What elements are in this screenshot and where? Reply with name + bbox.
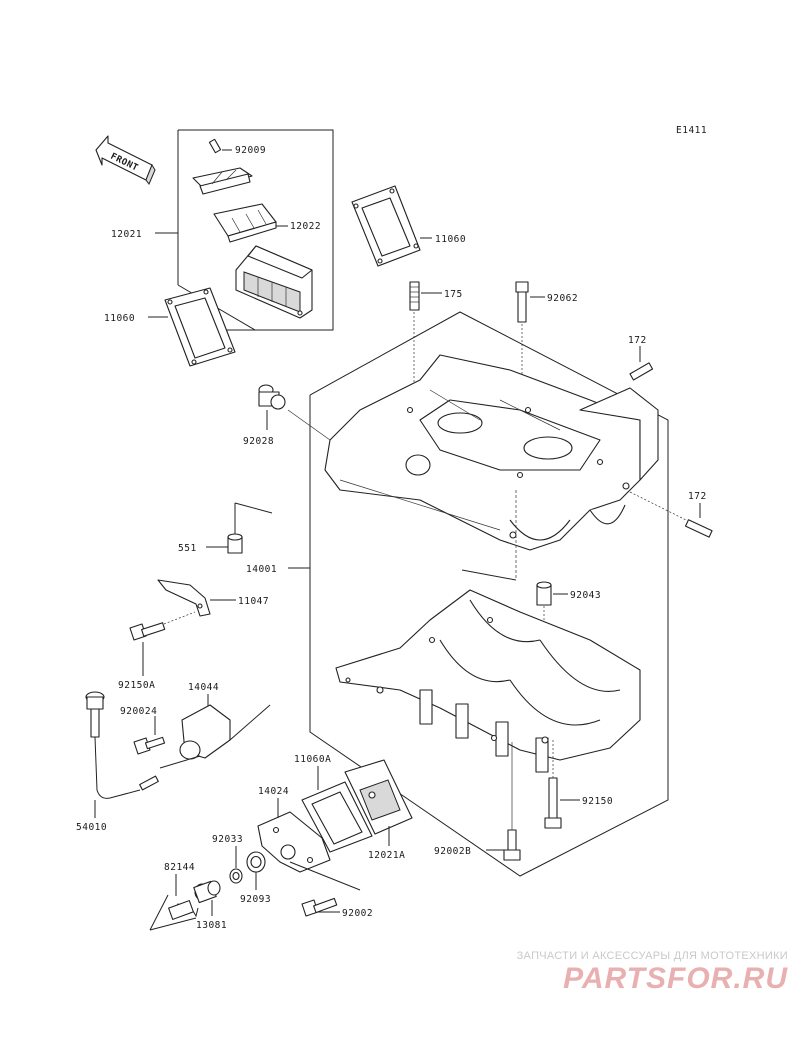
stud-172-right (629, 491, 713, 538)
label-92033: 92033 (212, 834, 243, 845)
label-11060-top: 11060 (435, 234, 466, 245)
label-11060-left: 11060 (104, 313, 135, 324)
watermark-tagline: ЗАПЧАСТИ И АКСЕССУАРЫ ДЛЯ МОТОТЕХНИКИ (516, 950, 788, 962)
bolt-92062 (515, 281, 529, 382)
label-92009: 92009 (235, 145, 266, 156)
label-14024: 14024 (258, 786, 289, 797)
ring-92033 (229, 846, 243, 884)
gasket-11060A (301, 766, 373, 853)
dowel-92043 (536, 581, 552, 700)
lower-crankcase (335, 589, 641, 773)
gasket-11060-top (351, 185, 421, 267)
label-92002: 92002 (342, 908, 373, 919)
bolt-920024 (133, 716, 166, 755)
reed-petals-12022 (213, 203, 288, 243)
label-14001: 14001 (246, 564, 277, 575)
reed-stopper (192, 167, 253, 195)
label-551: 551 (178, 543, 197, 554)
bolt-92150 (544, 740, 562, 829)
label-92093: 92093 (240, 894, 271, 905)
spring-82144 (149, 874, 199, 931)
diagram-id: E1411 (676, 125, 707, 136)
label-172-right: 172 (688, 491, 707, 502)
watermark-logo: PARTSFOR.RU (563, 962, 788, 995)
label-92043: 92043 (570, 590, 601, 601)
bolt-92002 (301, 897, 340, 917)
label-13081: 13081 (196, 920, 227, 931)
label-12021A: 12021A (368, 850, 405, 861)
label-14044: 14044 (188, 682, 219, 693)
bolt-92002B (503, 742, 521, 861)
label-12022: 12022 (290, 221, 321, 232)
bushing-92028 (258, 384, 331, 441)
label-92028: 92028 (243, 436, 274, 447)
upper-crankcase (324, 354, 659, 551)
reed-block (235, 245, 313, 319)
cover-14024 (257, 798, 331, 873)
bushing-13081 (193, 880, 221, 916)
screw-92009 (208, 138, 232, 154)
stud-172-top (629, 346, 654, 381)
label-92002B: 92002B (434, 846, 471, 857)
label-11047: 11047 (238, 596, 269, 607)
bolt-92150A (129, 611, 196, 676)
seal-92093 (246, 851, 361, 891)
label-172-top: 172 (628, 335, 647, 346)
label-92150A: 92150A (118, 680, 155, 691)
dowel-551 (227, 502, 273, 554)
label-54010: 54010 (76, 822, 107, 833)
gasket-11060-left (164, 287, 236, 367)
label-12021: 12021 (111, 229, 142, 240)
label-92062: 92062 (547, 293, 578, 304)
cable-54010 (85, 691, 159, 818)
reed-valve-12021A (344, 759, 413, 846)
label-92150: 92150 (582, 796, 613, 807)
label-82144: 82144 (164, 862, 195, 873)
label-11060A: 11060A (294, 754, 331, 765)
crankcase-frame (309, 311, 669, 877)
bracket-11047 (157, 579, 211, 617)
label-175: 175 (444, 289, 463, 300)
label-920024: 920024 (120, 706, 157, 717)
cover-14044 (159, 694, 271, 769)
front-arrow-icon: FRONT (95, 135, 156, 185)
